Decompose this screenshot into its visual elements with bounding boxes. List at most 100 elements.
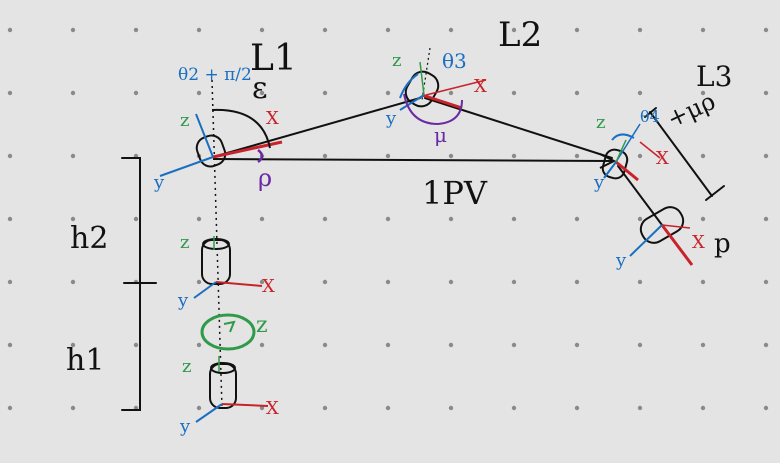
vector-pv-arrow — [212, 153, 617, 169]
grid-dot — [637, 279, 643, 285]
grid-dot — [7, 153, 13, 159]
grid-dot — [385, 27, 391, 33]
label-vector-pv: 1PV — [422, 174, 488, 212]
grid-dot — [700, 90, 706, 96]
label-mu: μ — [434, 123, 447, 147]
grid-dot — [7, 216, 13, 222]
grid-dot — [700, 216, 706, 222]
axis-x-elbow: X — [474, 76, 487, 97]
grid-dot — [763, 279, 769, 285]
grid-dot — [574, 216, 580, 222]
grid-dot — [385, 90, 391, 96]
label-base-rotation: z — [256, 313, 268, 338]
joint3-axis-dotted — [421, 47, 431, 101]
grid-dot — [259, 405, 265, 411]
axis-x-base-upper: X — [262, 276, 275, 297]
label-mu-rho: +μρ — [663, 87, 720, 133]
grid-dot — [70, 279, 76, 285]
link-l2 — [424, 97, 613, 159]
joint-base-upper — [193, 236, 263, 299]
grid-dot — [385, 153, 391, 159]
axis-y-wrist: y — [593, 172, 605, 193]
grid-dot — [322, 342, 328, 348]
grid-dot — [637, 342, 643, 348]
joint-elbow — [399, 61, 487, 126]
label-rho: ρ — [258, 164, 272, 192]
l3-dimension — [644, 107, 725, 201]
grid-dot — [259, 216, 265, 222]
grid-dot — [322, 216, 328, 222]
grid-dot — [511, 405, 517, 411]
joint-base-lower — [195, 356, 269, 423]
grid-dot — [574, 27, 580, 33]
grid-dot — [70, 90, 76, 96]
grid-dot — [700, 153, 706, 159]
grid-dot — [385, 216, 391, 222]
grid-dot — [322, 27, 328, 33]
label-theta2: θ2 + π/2 — [178, 65, 252, 85]
grid-dot — [448, 342, 454, 348]
grid-dot — [763, 405, 769, 411]
label-h2: h2 — [70, 221, 108, 256]
grid-dot — [133, 90, 139, 96]
grid-dot — [133, 27, 139, 33]
axis-x-wrist: X — [656, 148, 669, 169]
grid-dot — [511, 90, 517, 96]
axis-y-elbow: y — [385, 108, 397, 129]
grid-dot — [763, 153, 769, 159]
grid-dot — [196, 342, 202, 348]
joint-shoulder — [159, 108, 283, 177]
grid-dot — [448, 27, 454, 33]
grid-dot — [70, 153, 76, 159]
grid-dot — [7, 90, 13, 96]
grid-dot — [574, 405, 580, 411]
label-p-end: p — [714, 229, 731, 259]
grid-dot — [448, 405, 454, 411]
grid-dot — [196, 90, 202, 96]
grid-dot — [511, 27, 517, 33]
label-h1: h1 — [66, 343, 104, 378]
grid-dot — [385, 342, 391, 348]
grid-dot — [70, 216, 76, 222]
grid-dot — [511, 279, 517, 285]
grid-dot — [448, 153, 454, 159]
axis-y-base-upper: y — [177, 290, 189, 311]
grid-dot — [322, 153, 328, 159]
grid-dot — [196, 216, 202, 222]
axis-y-end: y — [615, 250, 627, 271]
height-bracket — [121, 157, 157, 411]
grid-dot — [133, 342, 139, 348]
grid-dot — [448, 216, 454, 222]
axis-z-wrist: z — [596, 112, 605, 133]
grid-dot — [511, 216, 517, 222]
grid-dot — [259, 27, 265, 33]
grid-dot — [637, 153, 643, 159]
grid-dot — [574, 153, 580, 159]
grid-dot — [700, 27, 706, 33]
label-l2: L2 — [498, 15, 542, 55]
label-theta3: θ3 — [442, 49, 467, 73]
axis-x-end: X — [692, 232, 705, 253]
grid-dot — [637, 216, 643, 222]
grid-dot — [574, 90, 580, 96]
axis-labels: z X y z X y z X y X y z X y z X y — [153, 50, 705, 437]
grid-dot — [574, 342, 580, 348]
grid-dot — [637, 405, 643, 411]
grid-dot — [196, 27, 202, 33]
axis-y-base-lower: y — [179, 416, 191, 437]
axis-z-base-lower: z — [182, 356, 191, 377]
grid-dot — [70, 27, 76, 33]
grid-dot — [637, 90, 643, 96]
grid-dot — [511, 342, 517, 348]
grid-dot — [700, 405, 706, 411]
grid-dot — [385, 405, 391, 411]
axis-x-base-lower: X — [266, 398, 279, 419]
label-theta4: θ4 — [640, 107, 660, 126]
grid-dot — [448, 90, 454, 96]
grid-dot — [259, 279, 265, 285]
grid-dot — [70, 405, 76, 411]
grid-dot — [448, 279, 454, 285]
label-l1: L1 — [250, 38, 297, 79]
label-epsilon: ε — [252, 71, 268, 106]
